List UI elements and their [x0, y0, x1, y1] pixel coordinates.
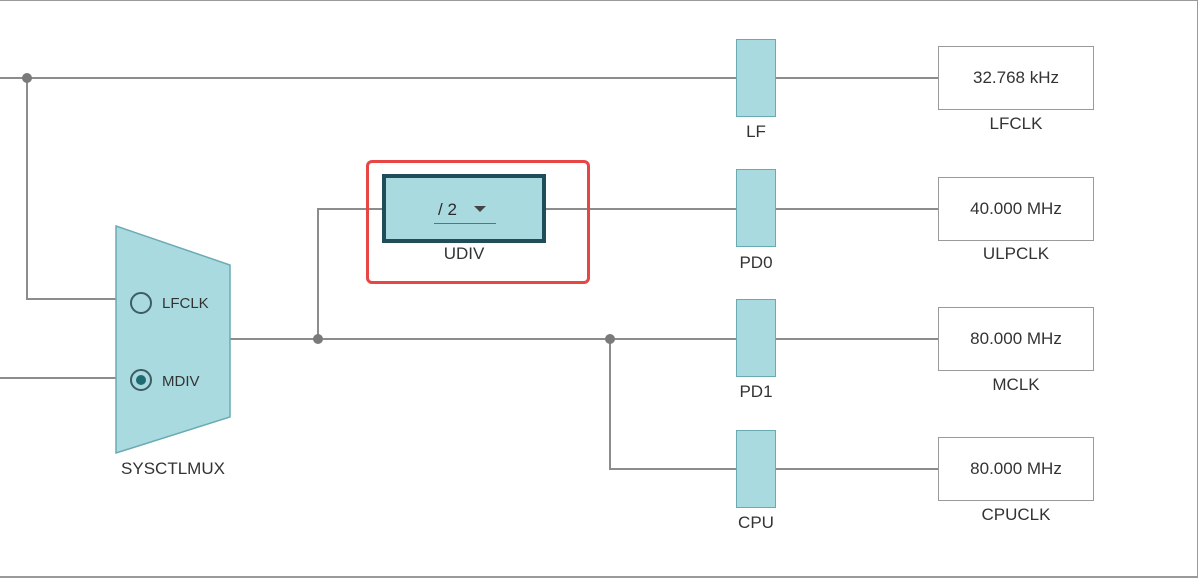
- gate-label-cpu: CPU: [738, 513, 774, 532]
- junction-dot: [605, 334, 615, 344]
- gate-lf[interactable]: [736, 39, 776, 117]
- mdiv-radio[interactable]: [130, 369, 152, 391]
- udiv-label: UDIV: [443, 244, 485, 263]
- output-mclk-label: MCLK: [992, 375, 1040, 394]
- gate-label-pd1: PD1: [739, 382, 773, 401]
- chevron-down-icon: [474, 206, 486, 212]
- gate-pd0[interactable]: [736, 169, 776, 247]
- udiv-underline: [434, 223, 496, 224]
- junction-dot: [313, 334, 323, 344]
- gate-cpu[interactable]: [736, 430, 776, 508]
- gate-label-lf: LF: [746, 122, 766, 141]
- output-ulpclk-label: ULPCLK: [982, 244, 1050, 263]
- gate-pd1[interactable]: [736, 299, 776, 377]
- highlight-box: [366, 160, 590, 284]
- mux-input-label-mdiv: MDIV: [162, 373, 200, 390]
- output-lfclk-value: 32.768 kHz: [938, 46, 1094, 110]
- output-cpuclk-label: CPUCLK: [981, 505, 1051, 524]
- udiv-dropdown[interactable]: / 2: [382, 174, 546, 243]
- output-mclk-value: 80.000 MHz: [938, 307, 1094, 371]
- gate-label-pd0: PD0: [739, 253, 773, 272]
- output-lfclk-label: LFCLK: [989, 114, 1043, 133]
- junction-dot: [22, 73, 32, 83]
- mux-title: SYSCTLMUX: [121, 459, 225, 478]
- udiv-value: / 2: [438, 200, 457, 219]
- lfclk-radio[interactable]: [130, 292, 152, 314]
- mux-input-label-lfclk: LFCLK: [162, 295, 209, 312]
- sysctlmux-block: [115, 224, 231, 455]
- output-cpuclk-value: 80.000 MHz: [938, 437, 1094, 501]
- output-ulpclk-value: 40.000 MHz: [938, 177, 1094, 241]
